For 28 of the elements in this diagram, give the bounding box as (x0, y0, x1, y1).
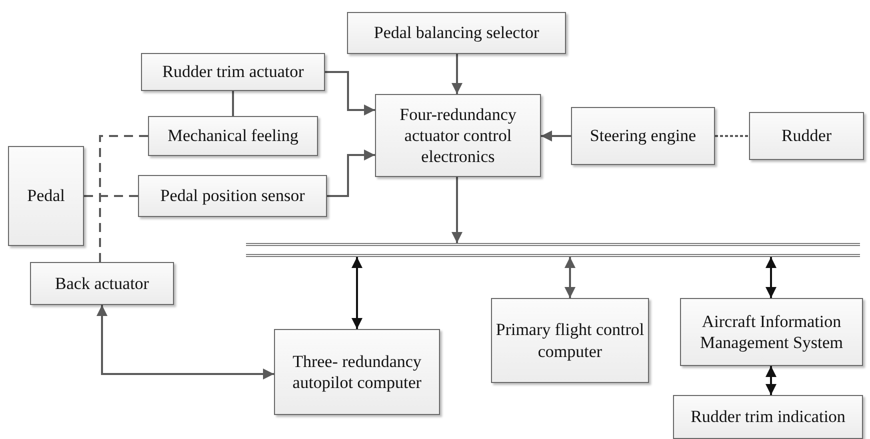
arrow (352, 257, 362, 329)
process-box: Pedal position sensor (138, 175, 327, 217)
arrow (564, 257, 576, 298)
process-box: Steering engine (571, 107, 715, 165)
arrow (766, 366, 776, 395)
process-box: Rudder trim indication (673, 395, 863, 439)
connector-line (84, 195, 138, 197)
process-box: Pedal balancing selector (347, 12, 566, 54)
process-box: Primary flight control computer (491, 298, 649, 383)
arrow (541, 130, 571, 142)
arrow (96, 305, 274, 380)
arrow (325, 71, 375, 116)
process-box: Mechanical feeling (148, 116, 318, 156)
process-box: Pedal (8, 146, 84, 246)
process-box: Rudder trim actuator (141, 53, 325, 91)
connector-line (715, 135, 749, 137)
arrow (452, 54, 462, 94)
bus-bar (246, 243, 860, 257)
process-box: Rudder (749, 112, 864, 160)
process-box: Back actuator (30, 262, 174, 305)
process-box: Four-redundancy actuator control electronics (375, 94, 541, 177)
arrow (766, 257, 776, 298)
arrow (452, 177, 462, 243)
process-box: Aircraft Information Management System (680, 298, 863, 366)
connector-line (99, 135, 148, 262)
arrow (327, 150, 375, 197)
process-box: Three- redundancy autopilot computer (274, 329, 440, 415)
connector-line (232, 91, 234, 116)
